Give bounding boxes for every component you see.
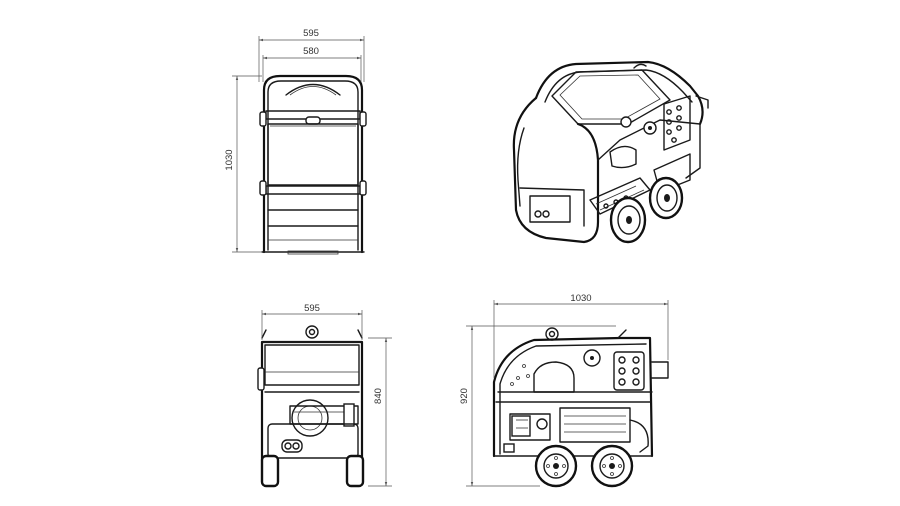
side-wheel-front <box>534 444 578 488</box>
dim-side-length: 1030 <box>570 293 591 304</box>
dim-front-outer-width: 595 <box>303 28 319 39</box>
dim-rear-width: 595 <box>304 303 320 314</box>
isometric-view <box>512 60 709 244</box>
dim-front-height: 1030 <box>224 149 235 170</box>
dim-side-height: 920 <box>459 388 470 404</box>
front-view <box>259 74 367 255</box>
iso-wheel-front <box>609 196 647 244</box>
rear-view <box>257 325 365 488</box>
side-wheel-rear <box>590 444 634 488</box>
rear-dimensions: 595 840 <box>261 303 392 487</box>
side-dimensions: 1030 920 <box>459 293 669 487</box>
dim-front-inner-width: 580 <box>303 46 319 57</box>
dim-rear-height: 840 <box>373 388 384 404</box>
front-dimensions: 595 580 1030 <box>224 28 365 253</box>
iso-wheel-rear <box>648 176 684 220</box>
side-view <box>492 327 669 488</box>
